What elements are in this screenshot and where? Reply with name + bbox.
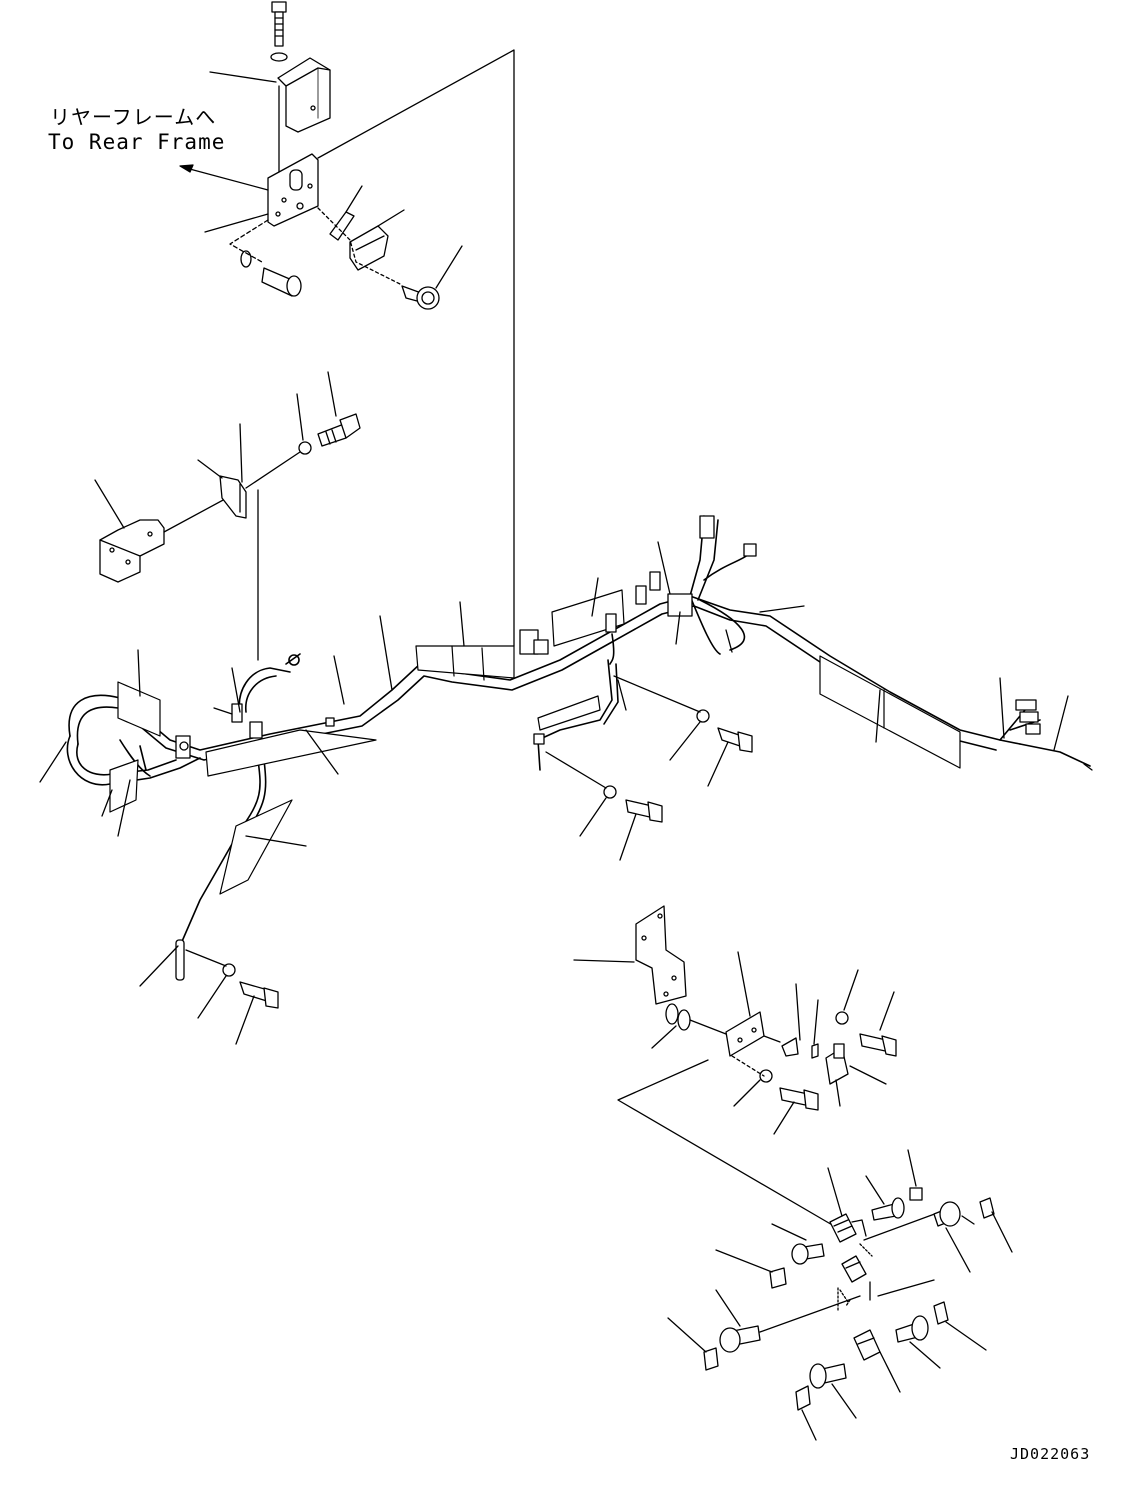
cluster-elbow-2: [716, 1250, 786, 1288]
cluster-bolt-2: [934, 1202, 974, 1272]
top-washer: [271, 53, 287, 61]
lower-bracket-assembly: [574, 906, 896, 1226]
connector-2: [842, 1256, 866, 1282]
top-bracket-assembly: [180, 2, 514, 646]
mounting-plate: [268, 154, 318, 226]
rear-frame-label-english: To Rear Frame: [48, 130, 226, 154]
cover-box: [278, 58, 330, 132]
cluster-elbow-1: [980, 1198, 1012, 1252]
connector-3: [854, 1330, 880, 1360]
upper-left-clamp-group: [95, 372, 360, 660]
top-bolt: [272, 2, 286, 46]
relay-clip: [318, 186, 404, 284]
cluster-nut-1: [908, 1150, 922, 1200]
cluster-bolt-5: [810, 1364, 856, 1418]
cluster-bolt-1: [866, 1176, 904, 1220]
cluster-bolt-6: [896, 1316, 940, 1368]
plate-bolt: [262, 268, 301, 296]
cluster-elbow-5: [934, 1302, 986, 1350]
harness-leaders: [40, 542, 1068, 986]
harness-clips: [176, 516, 1092, 980]
lower-plate: [726, 1012, 764, 1056]
bushing: [666, 1004, 690, 1030]
cluster-bolt-4: [716, 1290, 760, 1352]
connector-cluster: [668, 1150, 1012, 1440]
clamp-bolt: [318, 414, 360, 446]
harness-tags: [110, 590, 960, 894]
cluster-elbow-3: [668, 1318, 718, 1370]
connector-1: [830, 1214, 866, 1242]
square-clip: [826, 1044, 848, 1084]
angle-bracket: [636, 906, 686, 1004]
drawing-code: JD022063: [1010, 1445, 1091, 1463]
cluster-bolt-3: [772, 1224, 824, 1264]
clip-plate: [220, 476, 246, 518]
clip-bolt: [402, 246, 462, 309]
harness-bolts: [186, 710, 752, 1044]
rear-frame-label-japanese: リヤーフレームへ: [50, 105, 217, 129]
cluster-elbow-4: [796, 1386, 816, 1440]
